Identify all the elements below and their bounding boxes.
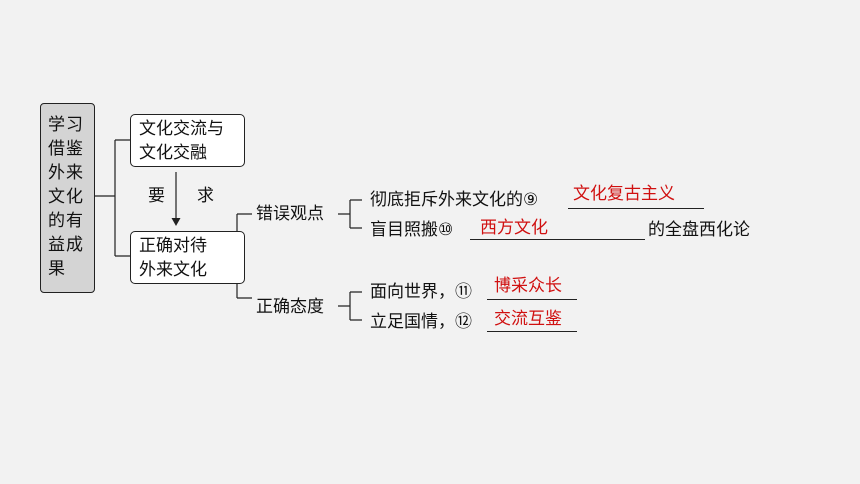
- root-line: 学习: [48, 115, 84, 135]
- root-line: 借鉴: [48, 139, 84, 159]
- wrong-view-item-suffix: 的全盘西化论: [648, 220, 750, 240]
- correct-line: 外来文化: [139, 260, 207, 280]
- right-attitude-item-prefix: 立足国情，⑫: [370, 312, 472, 332]
- arrowhead-icon: [171, 218, 181, 226]
- root-topic-box: 学习 借鉴 外来 文化 的有 益成 果: [40, 103, 95, 293]
- answer-blank-11: [487, 299, 577, 300]
- wrong-view-item-prefix: 盲目照搬⑩: [370, 220, 454, 240]
- requirement-label-right: 求: [197, 186, 214, 206]
- correct-treatment-node: 正确对待 外来文化: [130, 231, 245, 284]
- answer-9: 文化复古主义: [573, 184, 675, 204]
- answer-12: 交流互鉴: [494, 309, 562, 329]
- wrong-view-item-prefix: 彻底拒斥外来文化的⑨: [370, 190, 539, 210]
- wrong-view-label: 错误观点: [256, 204, 324, 224]
- exchange-line: 文化交流与: [139, 119, 224, 139]
- answer-blank-10: [470, 239, 645, 240]
- root-bracket: [95, 139, 130, 257]
- root-line: 文化: [48, 187, 84, 207]
- answer-blank-9: [568, 208, 704, 209]
- answer-blank-12: [487, 331, 577, 332]
- exchange-line: 文化交融: [139, 143, 207, 163]
- root-line: 外来: [48, 163, 84, 183]
- right-attitude-bracket: [338, 291, 362, 321]
- right-attitude-item-prefix: 面向世界，⑪: [370, 282, 472, 302]
- root-line: 果: [48, 259, 66, 279]
- exchange-node: 文化交流与 文化交融: [130, 114, 245, 167]
- answer-10: 西方文化: [480, 218, 548, 238]
- correct-line: 正确对待: [139, 236, 207, 256]
- root-line: 的有: [48, 211, 84, 231]
- answer-11: 博采众长: [494, 276, 562, 296]
- root-line: 益成: [48, 235, 84, 255]
- requirement-label-left: 要: [148, 186, 165, 206]
- right-attitude-label: 正确态度: [256, 297, 324, 317]
- wrong-view-bracket: [338, 199, 362, 229]
